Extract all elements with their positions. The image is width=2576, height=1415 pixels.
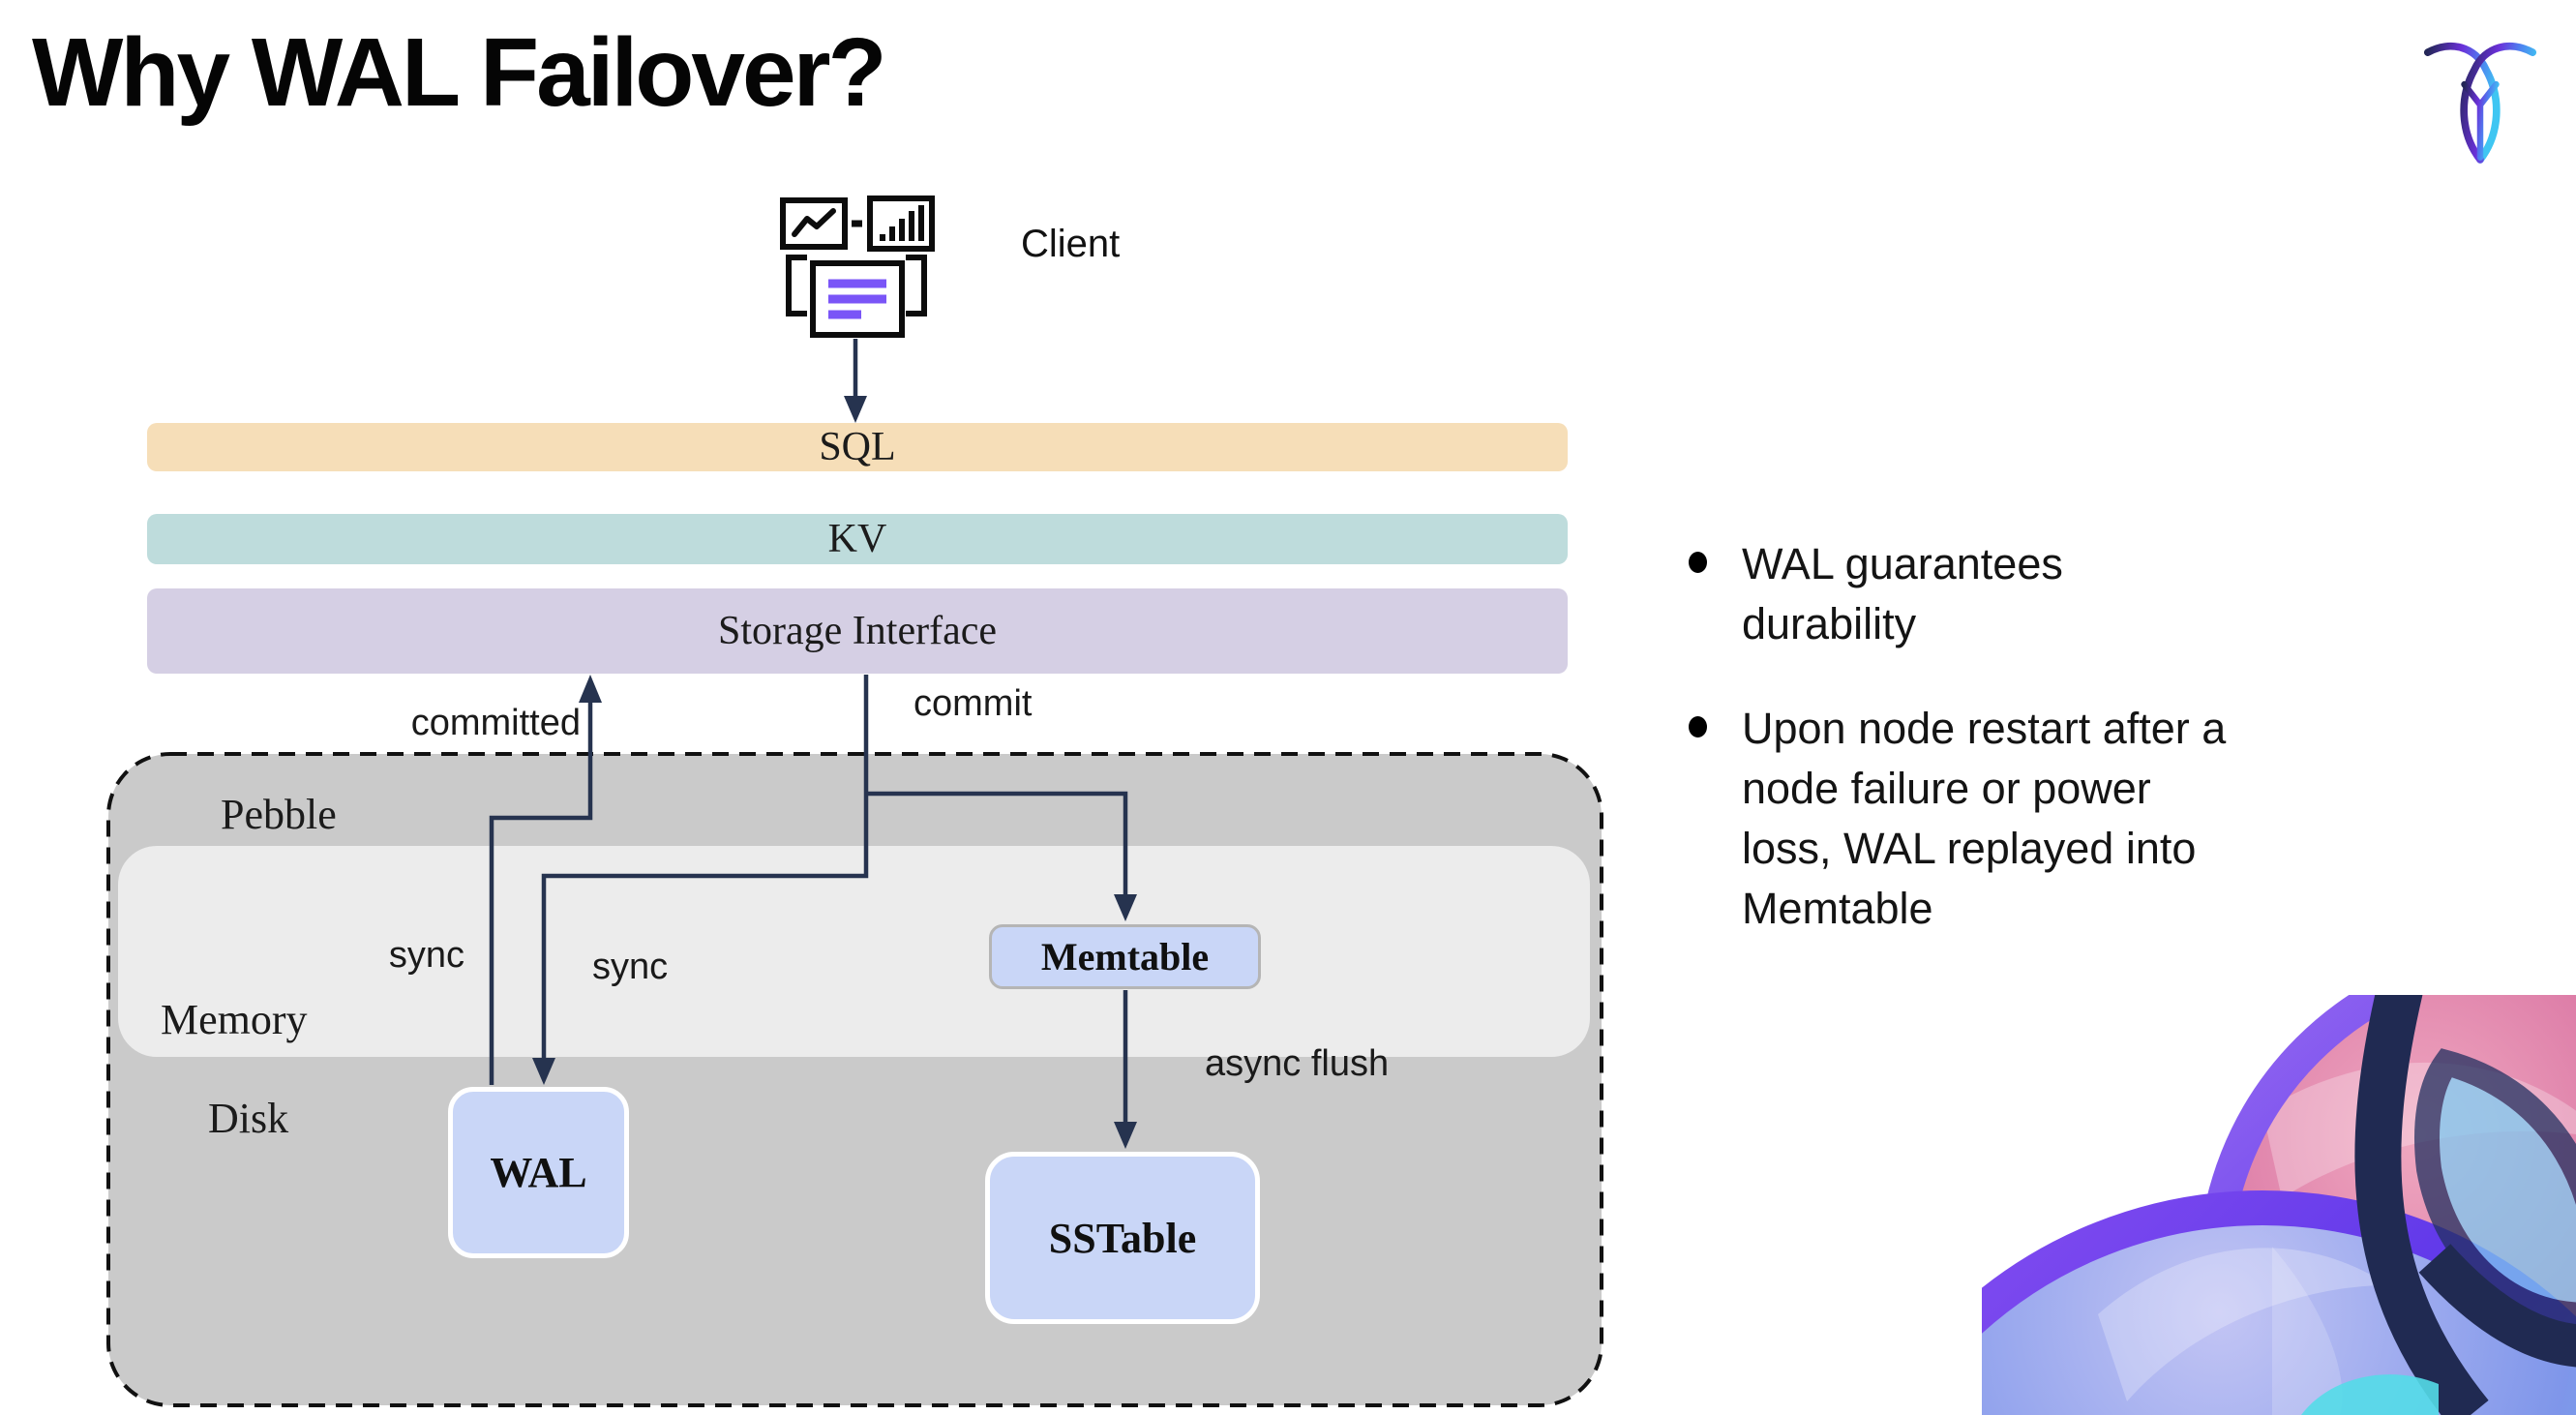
async-flush-arrowhead — [1114, 1122, 1137, 1149]
commit-memtable-arrowhead — [1114, 894, 1137, 921]
art-cyan-leaf — [2301, 1374, 2439, 1415]
committed-edge-label: committed — [410, 703, 581, 743]
async-flush-edge-label: async flush — [1205, 1043, 1390, 1084]
disk-label: Disk — [208, 1095, 289, 1142]
client-arrowhead — [844, 396, 867, 423]
commit-to-memtable-arrow-line — [866, 791, 1128, 916]
sstable-node: SSTable — [985, 1152, 1260, 1324]
bar-chart-icon — [867, 196, 935, 252]
client-label: Client — [1021, 223, 1121, 265]
pebble-label: Pebble — [221, 791, 337, 838]
sync-commit-edge-label: sync — [592, 947, 669, 987]
sql-layer-bar: SQL — [147, 423, 1568, 471]
sync-wal-edge-label: sync — [388, 935, 464, 976]
client-device-icon — [780, 196, 935, 338]
wal-node: WAL — [448, 1087, 629, 1258]
commit-to-wal-arrow-line — [541, 675, 869, 1078]
list-item: Upon node restart after a node failure o… — [1689, 699, 2245, 939]
page-title: Why WAL Failover? — [32, 18, 887, 127]
bullet-text: WAL guarantees durability — [1742, 539, 2063, 648]
commit-wal-arrowhead — [532, 1058, 555, 1085]
brand-art-graphic — [1982, 995, 2576, 1415]
art-branch — [2418, 1244, 2576, 1368]
art-purple-arc — [1982, 1190, 2576, 1368]
memtable-node: Memtable — [989, 924, 1261, 989]
storage-interface-layer-bar: Storage Interface — [147, 588, 1568, 674]
bullet-list: WAL guarantees durability Upon node rest… — [1689, 534, 2245, 939]
bullet-dot — [1689, 716, 1707, 738]
line-chart-icon — [780, 197, 848, 250]
bullet-dot — [1689, 552, 1707, 573]
art-stem — [2354, 995, 2489, 1415]
list-item: WAL guarantees durability — [1689, 534, 2245, 654]
bullet-text: Upon node restart after a node failure o… — [1742, 704, 2227, 933]
memory-label: Memory — [161, 996, 308, 1043]
commit-edge-label: commit — [914, 683, 1033, 724]
committed-arrowhead — [579, 675, 602, 703]
art-leaf — [2414, 1048, 2576, 1328]
bracket-decoration — [786, 255, 927, 316]
kv-layer-bar: KV — [147, 514, 1568, 564]
document-icon — [810, 260, 905, 338]
cockroachdb-logo-icon — [2423, 42, 2537, 164]
